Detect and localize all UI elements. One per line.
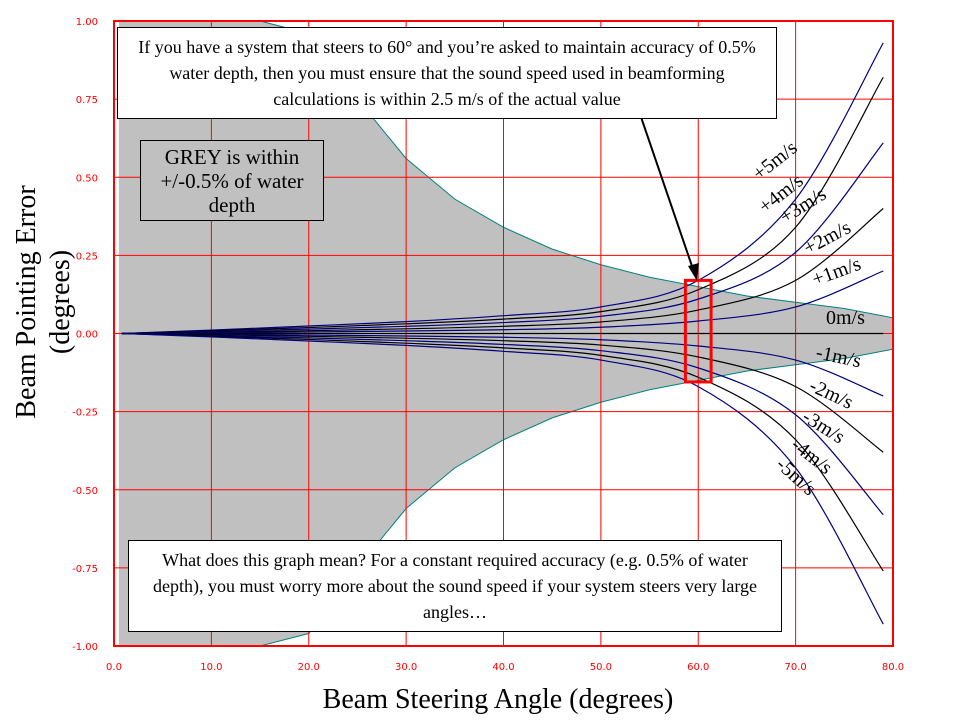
- x-axis-title: Beam Steering Angle (degrees): [323, 684, 674, 715]
- y-tick-label: -0.50: [72, 486, 98, 497]
- x-tick-label: 10.0: [200, 662, 222, 673]
- annotation-arrow-head: [688, 263, 699, 281]
- y-tick-label: 0.75: [76, 95, 98, 106]
- plot-border: [113, 20, 894, 647]
- x-tick-label: 80.0: [882, 662, 904, 673]
- y-tick-label: 0.50: [76, 173, 98, 184]
- annotation-arrow: [640, 116, 695, 273]
- series-line: [121, 332, 884, 625]
- y-tick-label: 0.25: [76, 251, 98, 262]
- highlight-box: [683, 278, 713, 384]
- grey-legend-note: GREY is within +/-0.5% of water depth: [140, 140, 324, 221]
- series-label: 0m/s: [826, 307, 865, 329]
- y-axis-units: (degrees): [45, 250, 76, 354]
- series-line: [121, 332, 884, 397]
- series-lines: [121, 42, 884, 625]
- y-tick-label: -0.75: [72, 564, 98, 575]
- x-tick-label: 70.0: [784, 662, 806, 673]
- series-label: +1m/s: [809, 253, 864, 291]
- y-tick-label: -1.00: [72, 642, 98, 653]
- bottom-annotation: What does this graph mean? For a constan…: [128, 540, 782, 632]
- x-tick-label: 20.0: [298, 662, 320, 673]
- y-axis-title: Beam Pointing Error: [11, 185, 42, 419]
- series-line: [121, 76, 884, 335]
- series-line: [121, 332, 884, 516]
- x-tick-label: 40.0: [492, 662, 514, 673]
- y-tick-label: 0.00: [76, 330, 98, 341]
- x-tick-label: 50.0: [590, 662, 612, 673]
- top-annotation: If you have a system that steers to 60° …: [117, 27, 777, 119]
- y-tick-label: 1.00: [76, 17, 98, 28]
- series-line: [121, 142, 884, 335]
- series-label: +2m/s: [800, 216, 855, 259]
- x-tick-label: 60.0: [687, 662, 709, 673]
- x-tick-label: 30.0: [395, 662, 417, 673]
- y-tick-label: -0.25: [72, 408, 98, 419]
- tick-labels: 0.0 10.0 20.0 30.0 40.0 50.0 60.0 70.0 80.0 1.00 0…: [72, 17, 904, 673]
- x-tick-label: 0.0: [106, 662, 122, 673]
- series-line: [121, 332, 884, 572]
- series-line: [121, 42, 884, 335]
- series-line: [121, 208, 884, 335]
- series-line: [121, 270, 884, 335]
- highlight-box-rect: [683, 278, 713, 384]
- series-line: [121, 332, 884, 453]
